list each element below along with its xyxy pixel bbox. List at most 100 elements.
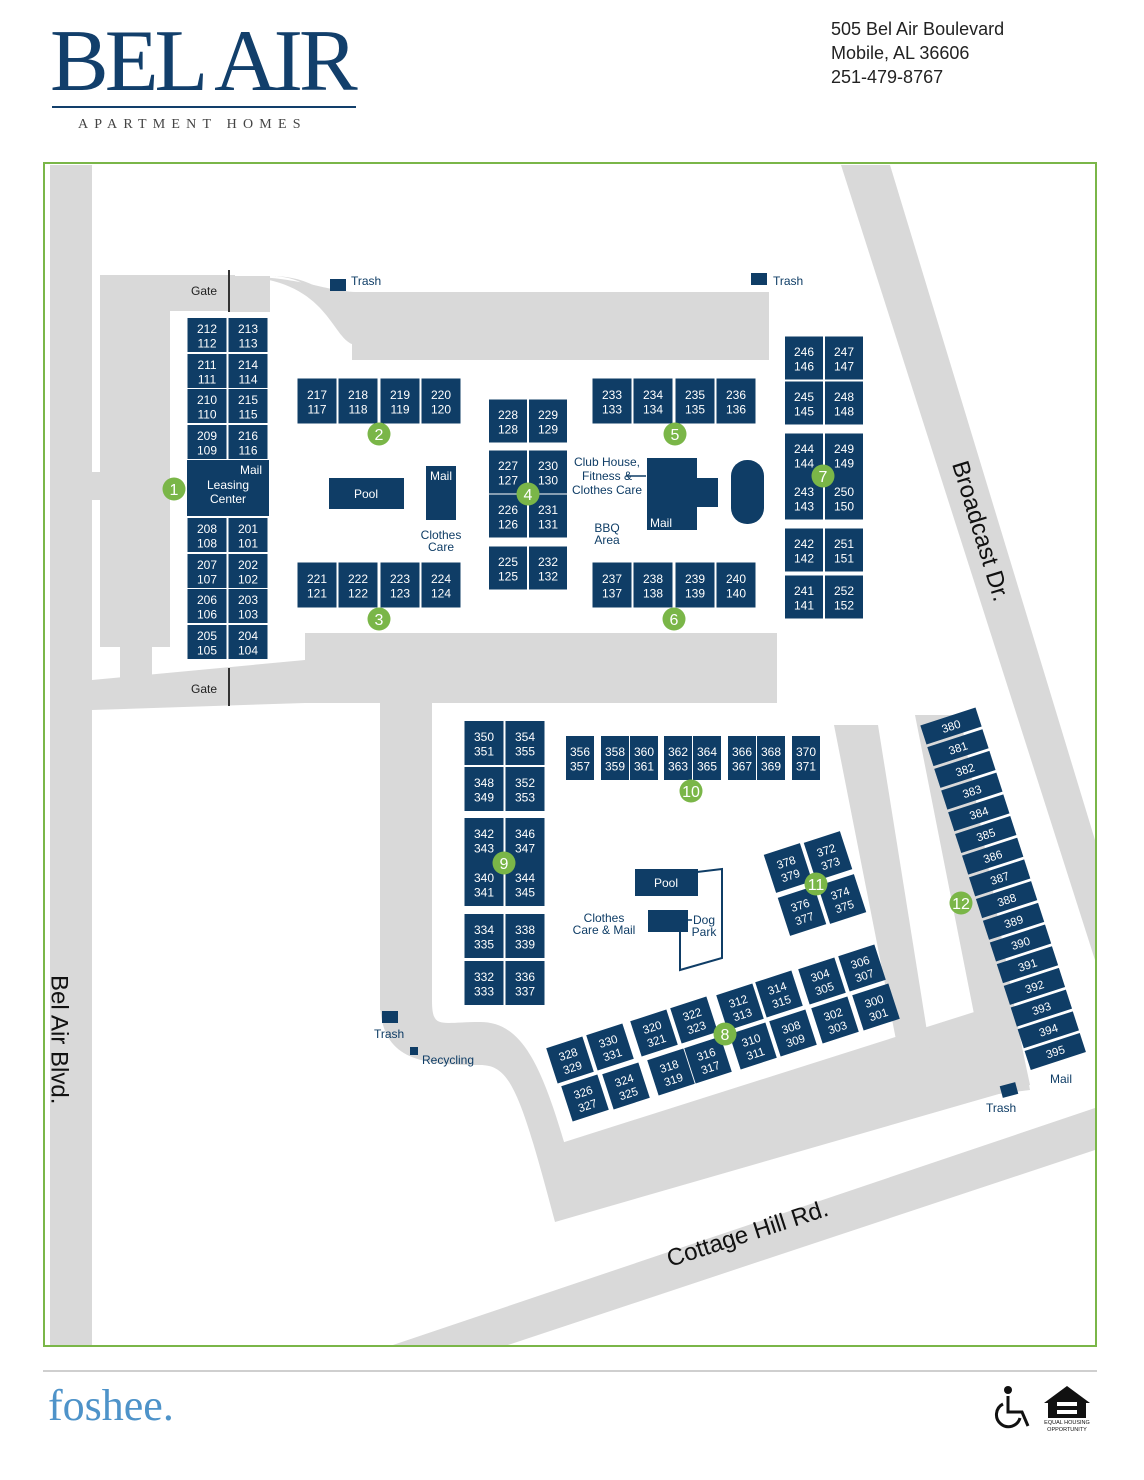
marker-1[interactable]: 1 bbox=[162, 477, 186, 501]
unit[interactable]: 383 bbox=[941, 772, 1003, 810]
unit[interactable]: 385 bbox=[955, 816, 1017, 853]
marker-11[interactable]: 11 bbox=[804, 872, 828, 896]
unit[interactable]: 395 bbox=[1024, 1033, 1086, 1070]
marker-10[interactable]: 10 bbox=[679, 779, 703, 803]
pool-2[interactable] bbox=[635, 869, 698, 896]
unit[interactable]: 386 bbox=[962, 837, 1024, 875]
marker-5[interactable]: 5 bbox=[663, 422, 687, 446]
unit[interactable]: 384 bbox=[948, 794, 1010, 832]
unit[interactable]: 381 bbox=[927, 729, 989, 767]
marker-7[interactable]: 7 bbox=[811, 464, 835, 488]
marker-9[interactable]: 9 bbox=[492, 851, 516, 875]
unit[interactable]: 393 bbox=[1010, 989, 1073, 1027]
unit[interactable]: 391 bbox=[996, 946, 1059, 984]
unit[interactable]: 382 bbox=[934, 750, 996, 788]
unit[interactable]: 387 bbox=[968, 859, 1031, 897]
marker-12[interactable]: 12 bbox=[949, 891, 973, 915]
marker-6[interactable]: 6 bbox=[662, 607, 686, 631]
marker-2[interactable]: 2 bbox=[367, 422, 391, 446]
pool-1[interactable] bbox=[329, 478, 404, 509]
marker-3[interactable]: 3 bbox=[367, 607, 391, 631]
unit[interactable]: 389 bbox=[982, 902, 1045, 940]
marker-8[interactable]: 8 bbox=[713, 1022, 737, 1046]
unit[interactable]: 380 bbox=[920, 707, 982, 745]
